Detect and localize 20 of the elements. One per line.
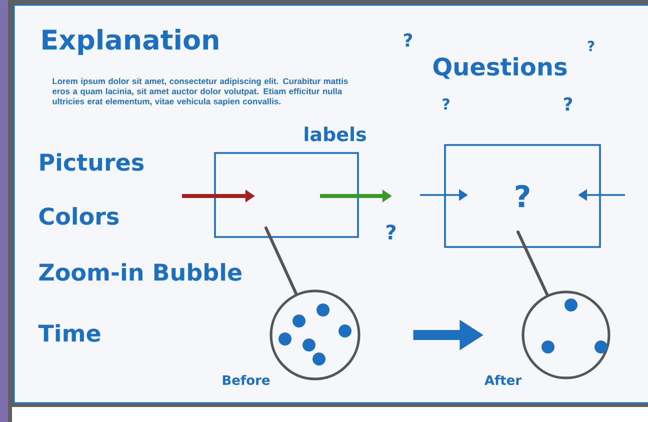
heading: Explanation [42, 28, 218, 56]
topic-label: Zoom-in Bubble [39, 263, 242, 281]
paragraph: Lorem ipsum dolor sit amet, consectetur adipiscing elit. Curabitur mattis eros a quam lacinia, sit amet auctor dolor volutpat. Etiam efficitur nulla ultricies erat elementum, vitae vehicula sapien convallis. [52, 78, 348, 106]
question-mark: ? [404, 33, 412, 47]
node-label: After [484, 374, 522, 386]
leader-line [264, 226, 298, 296]
topic-label: Pictures [40, 153, 144, 171]
question-mark: ? [386, 224, 396, 240]
bubble-circle [522, 290, 610, 380]
topic-label: Time [38, 324, 100, 342]
box: ? [444, 144, 601, 248]
box [214, 152, 359, 238]
leader-line [516, 230, 549, 296]
question-mark: ? [564, 97, 572, 111]
topic-label: Colors [39, 207, 119, 225]
question-mark: ? [588, 40, 594, 52]
heading: Questions [433, 57, 567, 79]
question-mark: ? [442, 98, 450, 110]
bubble-circle [270, 290, 360, 380]
node-label: Before [222, 374, 270, 386]
